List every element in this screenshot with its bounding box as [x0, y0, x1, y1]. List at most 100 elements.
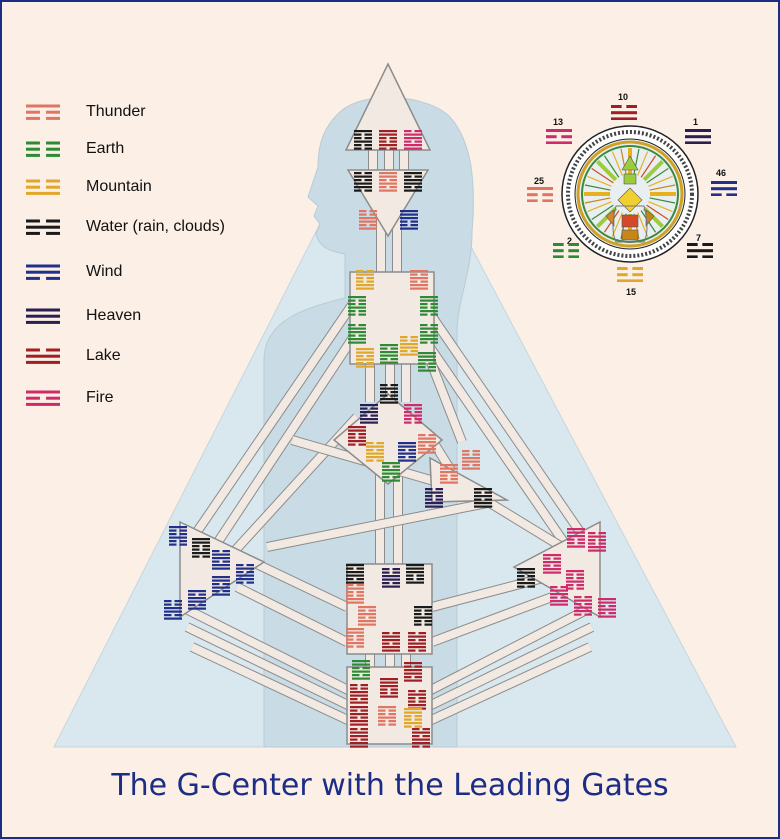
- gate-hexagram: [414, 606, 432, 626]
- gate-hexagram: [404, 662, 422, 682]
- gate-layer: [164, 130, 616, 748]
- wheel-trigram-icon: [685, 129, 711, 144]
- gate-hexagram: [348, 426, 366, 446]
- channel: [418, 299, 591, 545]
- legend-item-earth: Earth: [24, 137, 124, 161]
- channel: [412, 324, 576, 557]
- legend-label: Heaven: [86, 307, 142, 324]
- trigram-icon: [26, 104, 60, 120]
- gate-hexagram: [350, 728, 368, 748]
- gate-hexagram: [380, 344, 398, 364]
- legend-label: Thunder: [86, 103, 146, 120]
- gate-hexagram: [474, 488, 492, 508]
- legend-item-mountain: Mountain: [24, 175, 152, 199]
- mandala-graphic: [561, 125, 699, 263]
- channel: [206, 324, 364, 557]
- gate-hexagram: [379, 172, 397, 192]
- wheel-trigram-icon: [546, 129, 572, 144]
- wheel-gate-number: 2: [567, 236, 573, 246]
- gate-hexagram: [348, 296, 366, 316]
- gate-hexagram: [354, 172, 372, 192]
- gate-hexagram: [366, 442, 384, 462]
- gate-hexagram: [550, 586, 568, 606]
- channel: [186, 299, 358, 545]
- trigram-icon: [26, 390, 60, 406]
- channel: [217, 414, 360, 570]
- channel: [425, 623, 594, 711]
- wheel-trigram-icon: [711, 181, 737, 196]
- wheel-gate-number: 25: [534, 176, 545, 186]
- gate-hexagram: [188, 590, 206, 610]
- gate-hexagram: [358, 606, 376, 626]
- gate-hexagram: [462, 450, 480, 470]
- gate-hexagram: [360, 404, 378, 424]
- trigram-icon: [26, 179, 60, 195]
- gate-hexagram: [567, 528, 585, 548]
- gate-hexagram: [398, 442, 416, 462]
- gate-hexagram: [348, 324, 366, 344]
- wheel-trigram-icon: [553, 243, 579, 258]
- channel: [430, 593, 554, 646]
- gate-hexagram: [378, 706, 396, 726]
- channel: [266, 498, 493, 551]
- gate-hexagram: [169, 526, 187, 546]
- gate-hexagram: [164, 600, 182, 620]
- gate-hexagram: [517, 568, 535, 588]
- legend-item-lake: Lake: [24, 344, 121, 368]
- gate-hexagram: [354, 130, 372, 150]
- page-title: The G-Center with the Leading Gates: [111, 768, 669, 803]
- channel: [180, 603, 354, 696]
- legend-item-fire: Fire: [24, 386, 114, 410]
- gate-hexagram: [574, 596, 592, 616]
- gate-hexagram: [382, 568, 400, 588]
- gate-hexagram: [412, 728, 430, 748]
- sacral-center: [346, 563, 433, 655]
- legend-label: Fire: [86, 389, 114, 406]
- gate-hexagram: [404, 404, 422, 424]
- gate-hexagram: [356, 270, 374, 290]
- gate-hexagram: [404, 172, 422, 192]
- wheel-gate-number: 46: [716, 168, 727, 178]
- channel: [190, 643, 354, 726]
- gate-hexagram: [598, 598, 616, 618]
- gate-hexagram: [382, 462, 400, 482]
- wheel-trigram-icon: [687, 243, 713, 258]
- gate-hexagram: [404, 708, 422, 728]
- head-center: [344, 62, 432, 151]
- gate-hexagram: [192, 538, 210, 558]
- channel: [425, 643, 592, 726]
- gate-hexagram: [406, 564, 424, 584]
- trigram-icon: [26, 219, 60, 235]
- gate-hexagram: [404, 130, 422, 150]
- gate-hexagram: [382, 632, 400, 652]
- gate-hexagram: [420, 296, 438, 316]
- gate-hexagram: [359, 210, 377, 230]
- legend-item-wind: Wind: [24, 260, 122, 284]
- gate-hexagram: [408, 632, 426, 652]
- wheel-gate-number: 13: [553, 117, 564, 127]
- gate-hexagram: [588, 532, 606, 552]
- gate-hexagram: [236, 564, 254, 584]
- wheel-gate-number: 1: [693, 117, 699, 127]
- gate-hexagram: [418, 352, 436, 372]
- trigram-icon: [26, 348, 60, 364]
- gate-hexagram: [350, 684, 368, 704]
- legend-label: Mountain: [86, 178, 152, 195]
- legend-label: Wind: [86, 263, 123, 280]
- gate-hexagram: [350, 706, 368, 726]
- wheel-trigram-icon: [611, 105, 637, 120]
- wheel-trigram-icon: [617, 267, 643, 282]
- gate-hexagram: [380, 384, 398, 404]
- gate-hexagram: [420, 324, 438, 344]
- legend-label: Water (rain, clouds): [86, 218, 225, 235]
- legend-item-thunder: Thunder: [24, 100, 146, 124]
- gate-hexagram: [566, 570, 584, 590]
- wheel-trigram-icon: [527, 187, 553, 202]
- gate-hexagram: [425, 488, 443, 508]
- gate-hexagram: [400, 336, 418, 356]
- trigram-icon: [26, 141, 60, 157]
- legend-item-heaven: Heaven: [24, 304, 141, 328]
- wheel-gate-number: 10: [618, 92, 629, 102]
- legend-label: Lake: [86, 347, 121, 364]
